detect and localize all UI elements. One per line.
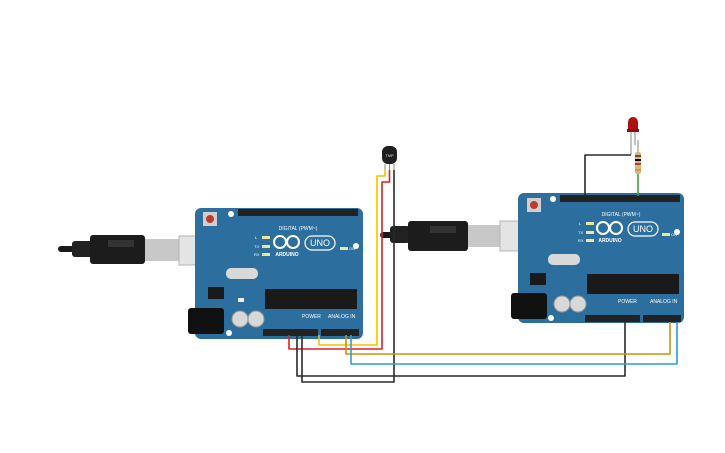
arduino-board-right[interactable]: DIGITAL (PWM~) L TX RX ON UNO ARDUINO PO…: [380, 193, 684, 323]
digital-header-left[interactable]: [238, 209, 358, 216]
capacitor-left-1: [231, 310, 249, 328]
arduino-logo-left: UNO ARDUINO: [273, 235, 336, 258]
wire-blue-link: [350, 322, 678, 365]
led-label-l: L: [255, 235, 258, 240]
led-label-rx: RX: [254, 252, 260, 257]
arduino-board-left[interactable]: DIGITAL (PWM~) L TX RX ON UNO ARDUINO PO…: [58, 208, 363, 339]
svg-text:DIGITAL (PWM~): DIGITAL (PWM~): [602, 212, 641, 218]
svg-text:ARDUINO: ARDUINO: [275, 252, 298, 258]
wire-led-black: [584, 154, 631, 196]
wire-sensor-red: [288, 170, 391, 350]
led-label-tx: TX: [254, 244, 259, 249]
crystal-right: [548, 254, 580, 265]
atmega-chip-right: [587, 274, 679, 294]
wire-ground-link: [296, 322, 626, 377]
wire-orange-link: [345, 322, 671, 355]
usb-cable-right[interactable]: [380, 220, 543, 252]
sensor-label: TMP: [385, 153, 394, 158]
on-label: ON: [349, 246, 355, 251]
atmega-chip-left: [265, 289, 357, 309]
digital-header-label: DIGITAL (PWM~): [279, 226, 318, 232]
svg-text:POWER: POWER: [618, 299, 637, 305]
resistor[interactable]: [635, 140, 641, 174]
temperature-sensor[interactable]: TMP: [382, 146, 397, 170]
power-header-left[interactable]: [263, 329, 318, 336]
analog-header-right[interactable]: [643, 315, 681, 322]
svg-text:ARDUINO: ARDUINO: [598, 238, 621, 244]
svg-text:ON: ON: [671, 232, 677, 237]
power-jack-left: [188, 308, 224, 334]
wire-sensor-black: [301, 170, 395, 383]
svg-text:RX: RX: [578, 238, 584, 243]
svg-text:L: L: [579, 221, 582, 226]
power-jack-right: [511, 293, 547, 319]
wire-sensor-yellow: [318, 170, 386, 346]
arduino-logo-right: UNO ARDUINO: [596, 221, 659, 244]
power-header-right[interactable]: [585, 315, 640, 322]
svg-text:UNO: UNO: [633, 224, 653, 234]
svg-text:UNO: UNO: [310, 238, 330, 248]
capacitor-left-2: [247, 310, 265, 328]
digital-header-right[interactable]: [560, 195, 680, 202]
svg-text:ANALOG IN: ANALOG IN: [650, 299, 678, 305]
power-label: POWER: [302, 314, 321, 320]
svg-text:TX: TX: [578, 230, 583, 235]
analog-label: ANALOG IN: [328, 314, 356, 320]
crystal-left: [226, 268, 258, 279]
analog-header-left[interactable]: [321, 329, 359, 336]
red-led[interactable]: [627, 117, 639, 155]
wires[interactable]: [288, 154, 678, 383]
